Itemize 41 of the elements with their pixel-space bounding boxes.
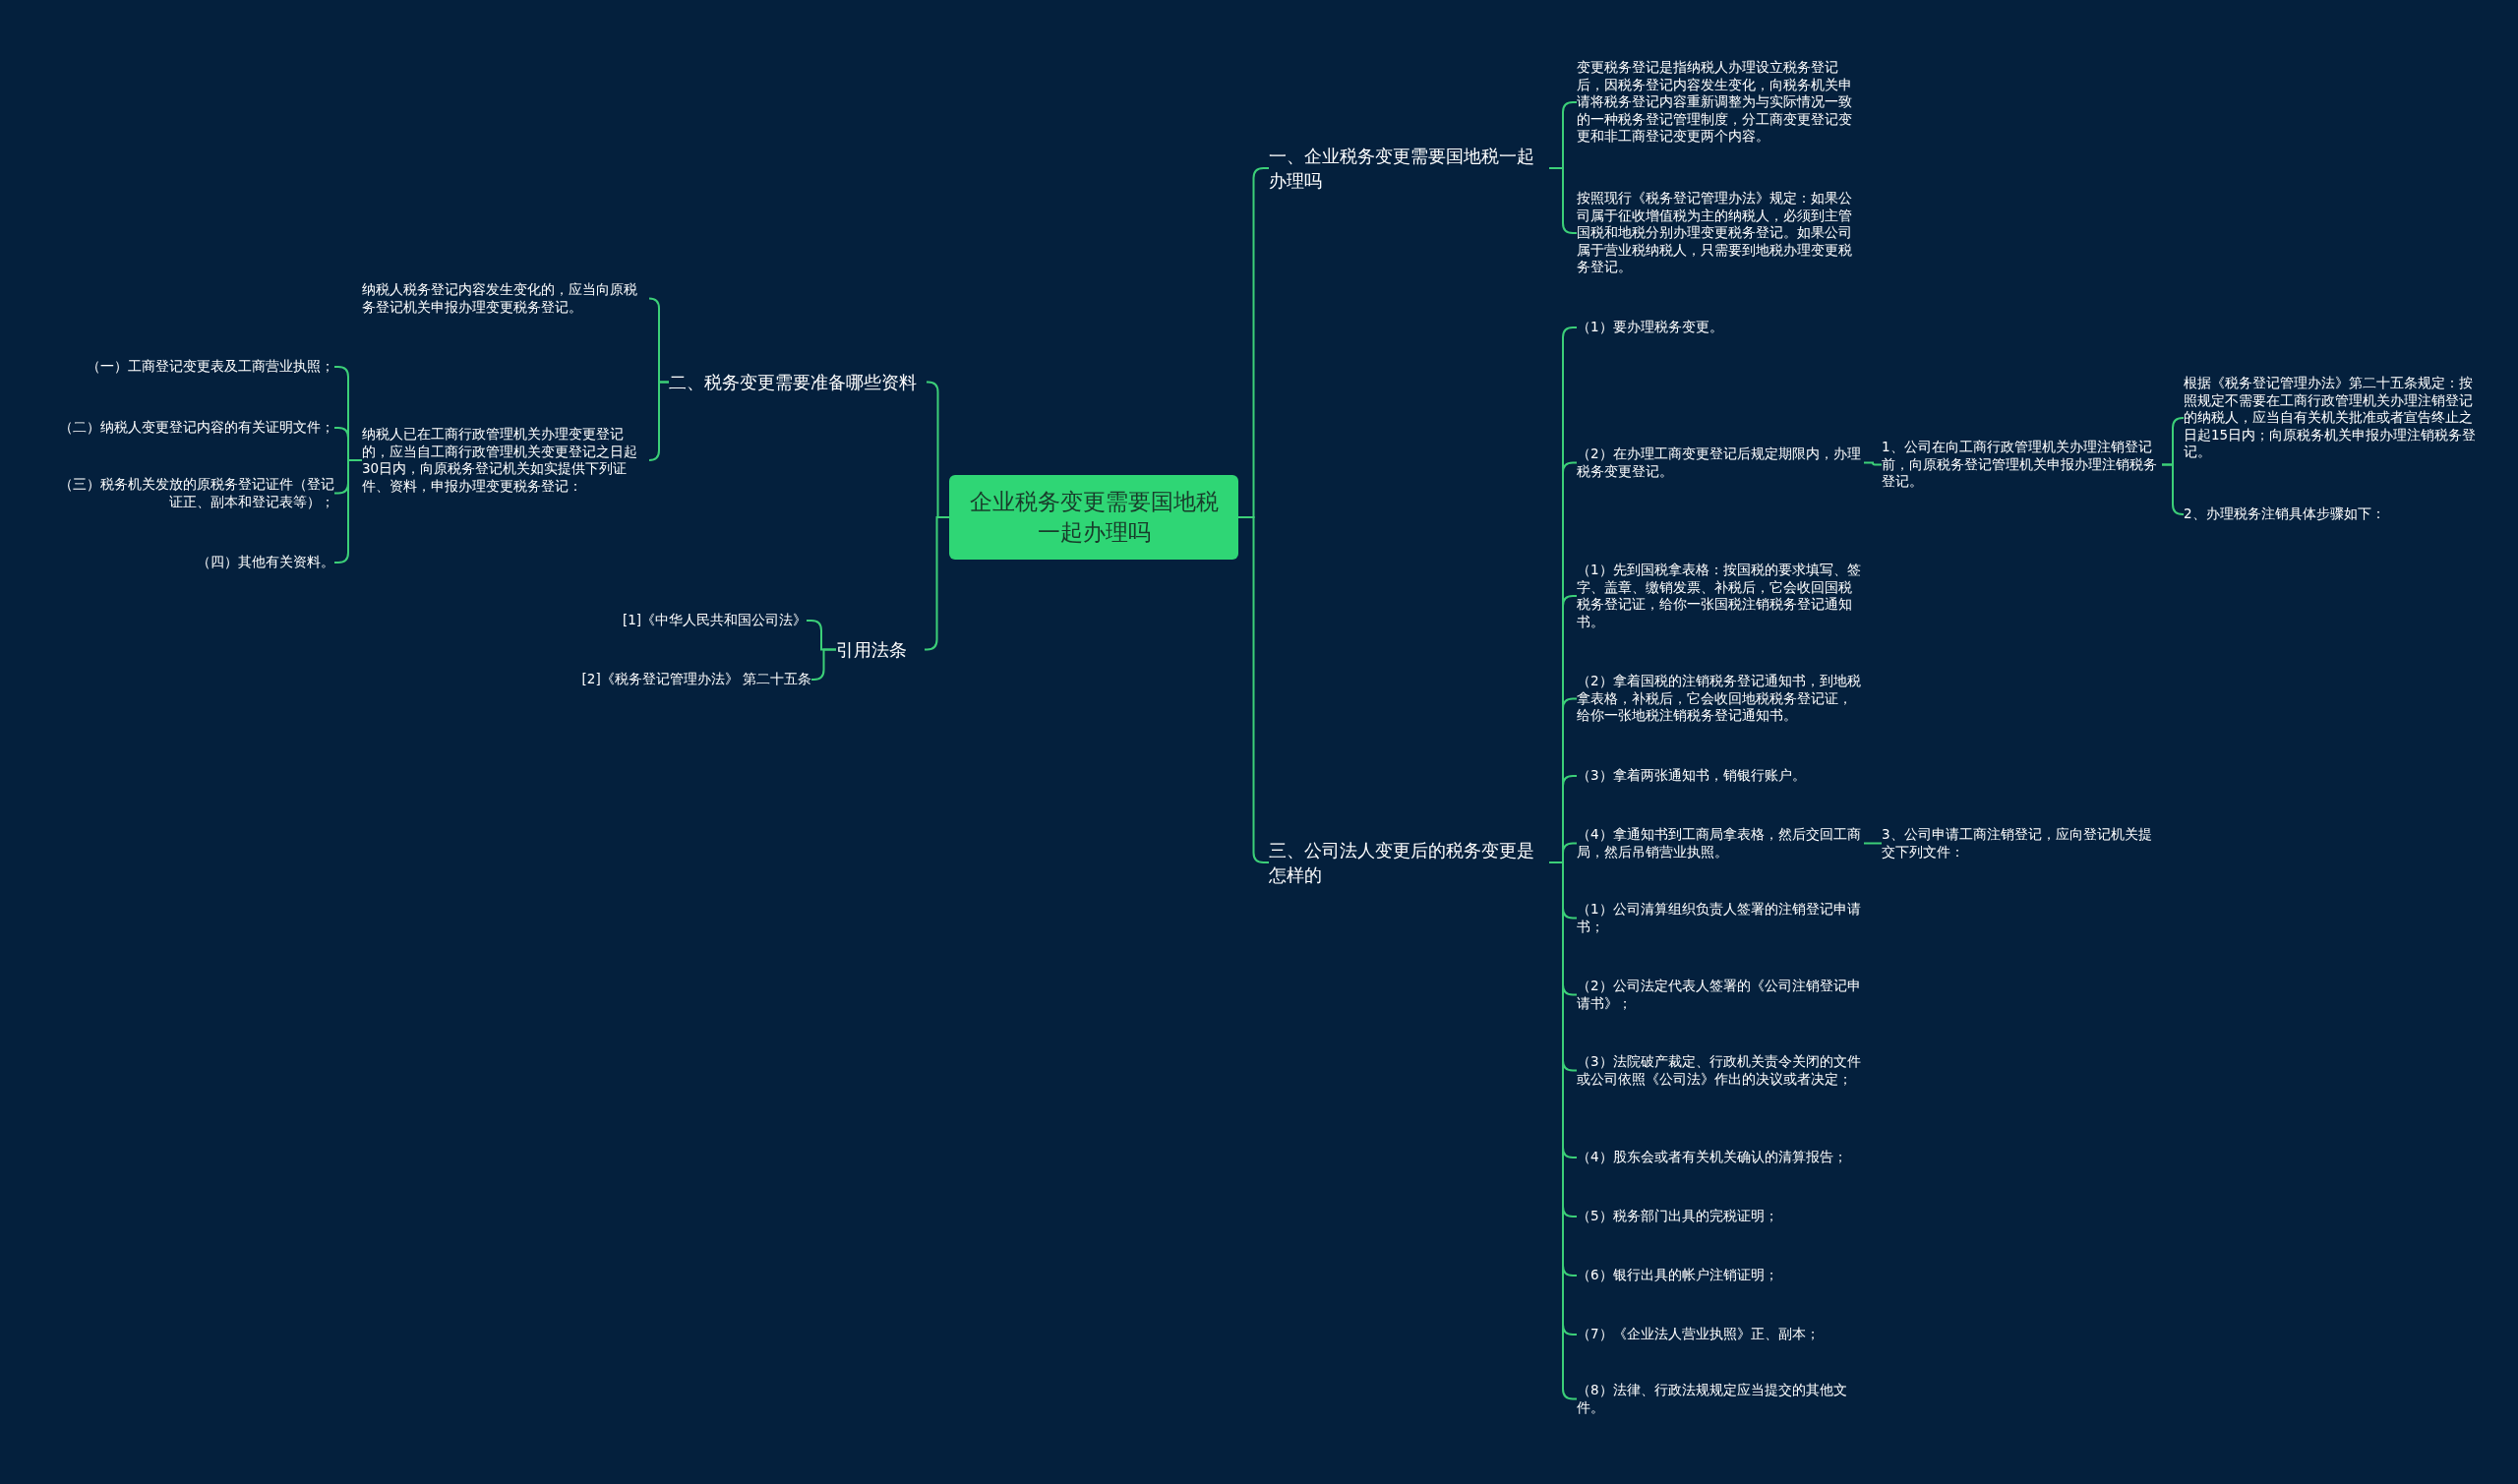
topic-text: （2）拿着国税的注销税务登记通知书，到地税拿表格，补税后，它会收回地税税务登记证，给你一张地税注销税务登记通知书。 [1577, 673, 1864, 725]
connector-line [1863, 461, 1883, 466]
connector-line [648, 381, 670, 461]
topic-text: （5）税务部门出具的完税证明； [1577, 1208, 1864, 1225]
topic-text: 2、办理税务注销具体步骤如下： [2184, 505, 2479, 523]
branch-topic-text: 引用法条 [836, 637, 925, 662]
topic-text: 纳税人税务登记内容发生变化的，应当向原税务登记机关申报办理变更税务登记。 [362, 281, 649, 316]
topic-text: （2）公司法定代表人签署的《公司注销登记申请书》； [1577, 978, 1864, 1012]
topic-text: （一）工商登记变更表及工商营业执照； [39, 358, 334, 376]
topic-text: 3、公司申请工商注销登记，应向登记机关提交下列文件： [1882, 826, 2162, 861]
topic-text: 根据《税务登记管理办法》第二十五条规定：按照规定不需要在工商行政管理机关办理注销登记的纳税人，应当自有关机关批准或者宣告终止之日起15日内；向原税务机关申报办理注销税务登记。 [2184, 375, 2479, 461]
topic-text: （1）要办理税务变更。 [1577, 319, 1862, 336]
topic-text: （四）其他有关资料。 [79, 554, 334, 571]
topic-text: （6）银行出具的帐户注销证明； [1577, 1267, 1864, 1284]
topic-text: 1、公司在向工商行政管理机关办理注销登记前，向原税务登记管理机关申报办理注销税务登记。 [1882, 439, 2162, 491]
topic-text: （1）先到国税拿表格：按国税的要求填写、签字、盖章、缴销发票、补税后，它会收回国税税务登记证，给你一张国税注销税务登记通知书。 [1577, 562, 1864, 630]
topic-text: [2]《税务登记管理办法》 第二十五条 [511, 671, 811, 688]
topic-text: （8）法律、行政法规规定应当提交的其他文件。 [1577, 1382, 1864, 1416]
connector-line [1548, 167, 1578, 234]
topic-text: （1）公司清算组织负责人签署的注销登记申请书； [1577, 901, 1864, 935]
topic-text: 按照现行《税务登记管理办法》规定：如果公司属于征收增值税为主的纳税人，必须到主管国税和地税分别办理变更税务登记。如果公司属于营业税纳税人，只需要到地税办理变更税务登记。 [1577, 190, 1862, 276]
topic-text: （4）股东会或者有关机关确认的清算报告； [1577, 1149, 1864, 1166]
connector-line [924, 516, 950, 651]
topic-text: （三）税务机关发放的原税务登记证件（登记证正、副本和登记表等）； [49, 476, 334, 510]
topic-text: （3）拿着两张通知书，销银行账户。 [1577, 767, 1864, 785]
central-topic-box: 企业税务变更需要国地税一起办理吗 [949, 475, 1238, 560]
topic-text: 纳税人已在工商行政管理机关办理变更登记的，应当自工商行政管理机关变更登记之日起30日内，向原税务登记机关如实提供下列证件、资料，申报办理变更税务登记： [362, 426, 649, 495]
topic-text: [1]《中华人民共和国公司法》 [531, 612, 807, 629]
topic-text: （3）法院破产裁定、行政机关责令关闭的文件或公司依照《公司法》作出的决议或者决定； [1577, 1053, 1864, 1088]
connector-line [2161, 463, 2185, 515]
branch-topic-text: 三、公司法人变更后的税务变更是怎样的 [1269, 838, 1549, 887]
topic-text: 变更税务登记是指纳税人办理设立税务登记后，因税务登记内容发生变化，向税务机关申请将税务登记内容重新调整为与实际情况一致的一种税务登记管理制度，分工商变更登记变更和非工商登记变更两个内容。 [1577, 59, 1862, 146]
branch-topic-text: 二、税务变更需要准备哪些资料 [669, 370, 927, 394]
connector-line [810, 648, 837, 681]
branch-topic-text: 一、企业税务变更需要国地税一起办理吗 [1269, 144, 1549, 193]
topic-text: （7）《企业法人营业执照》正、副本； [1577, 1326, 1864, 1343]
topic-text: （4）拿通知书到工商局拿表格，然后交回工商局，然后吊销营业执照。 [1577, 826, 1864, 861]
connector-line [1863, 842, 1883, 845]
topic-text: （2）在办理工商变更登记后规定期限内，办理税务变更登记。 [1577, 445, 1864, 480]
topic-text: （二）纳税人变更登记内容的有关证明文件； [20, 419, 334, 437]
connector-line [1237, 516, 1270, 863]
